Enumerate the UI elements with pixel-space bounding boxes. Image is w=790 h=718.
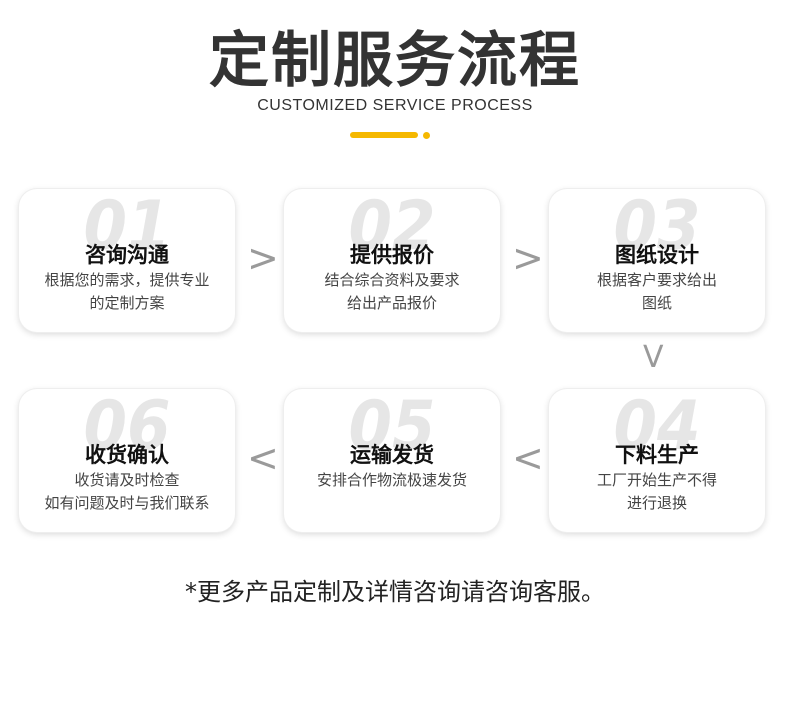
- arrow-right: >: [512, 236, 544, 280]
- step-description-line: 的定制方案: [89, 294, 165, 312]
- step-title: 下料生产: [615, 443, 699, 467]
- step-card-04: 04 下料生产 工厂开始生产不得 进行退换: [549, 389, 765, 532]
- step-title: 收货确认: [85, 443, 169, 467]
- step-description: 结合综合资料及要求 给出产品报价: [290, 269, 494, 315]
- arrow-left: <: [247, 436, 279, 480]
- step-number: 05: [348, 389, 436, 466]
- step-title: 运输发货: [350, 443, 434, 467]
- step-description-line: 结合综合资料及要求: [324, 271, 460, 289]
- step-description-line: 工厂开始生产不得: [596, 471, 717, 489]
- step-title: 提供报价: [350, 243, 434, 267]
- step-card-05: 05 运输发货 安排合作物流极速发货: [284, 389, 500, 532]
- arrow-left: <: [512, 436, 544, 480]
- arrow-down: V: [643, 340, 664, 375]
- page-title: 定制服务流程: [209, 26, 581, 96]
- step-number: 02: [348, 189, 436, 266]
- step-card-03: 03 图纸设计 根据客户要求给出 图纸: [549, 189, 765, 332]
- arrow-right: >: [247, 236, 279, 280]
- step-description: 根据您的需求，提供专业 的定制方案: [25, 269, 229, 315]
- step-description: 安排合作物流极速发货: [290, 469, 494, 492]
- step-description-line: 图纸: [641, 294, 672, 312]
- step-description-line: 给出产品报价: [346, 294, 437, 312]
- accent-dot: [423, 132, 430, 139]
- step-description: 根据客户要求给出 图纸: [555, 269, 759, 315]
- page-subtitle: CUSTOMIZED SERVICE PROCESS: [257, 97, 533, 114]
- step-description-line: 安排合作物流极速发货: [316, 471, 467, 489]
- step-description: 工厂开始生产不得 进行退换: [555, 469, 759, 515]
- step-card-06: 06 收货确认 收货请及时检查 如有问题及时与我们联系: [19, 389, 235, 532]
- step-description-line: 如有问题及时与我们联系: [44, 494, 210, 512]
- step-number: 04: [613, 389, 701, 466]
- step-title: 图纸设计: [615, 243, 699, 267]
- step-number: 03: [613, 189, 701, 266]
- step-description-line: 进行退换: [626, 494, 687, 512]
- footer-note: *更多产品定制及详情咨询请咨询客服。: [185, 578, 605, 606]
- step-card-02: 02 提供报价 结合综合资料及要求 给出产品报价: [284, 189, 500, 332]
- step-number: 06: [83, 389, 171, 466]
- step-description-line: 根据客户要求给出: [596, 271, 717, 289]
- accent-bar: [350, 132, 418, 138]
- step-number: 01: [83, 189, 171, 266]
- step-title: 咨询沟通: [85, 243, 169, 267]
- step-card-01: 01 咨询沟通 根据您的需求，提供专业 的定制方案: [19, 189, 235, 332]
- step-description: 收货请及时检查 如有问题及时与我们联系: [25, 469, 229, 515]
- step-description-line: 收货请及时检查: [74, 471, 180, 489]
- step-description-line: 根据您的需求，提供专业: [44, 271, 210, 289]
